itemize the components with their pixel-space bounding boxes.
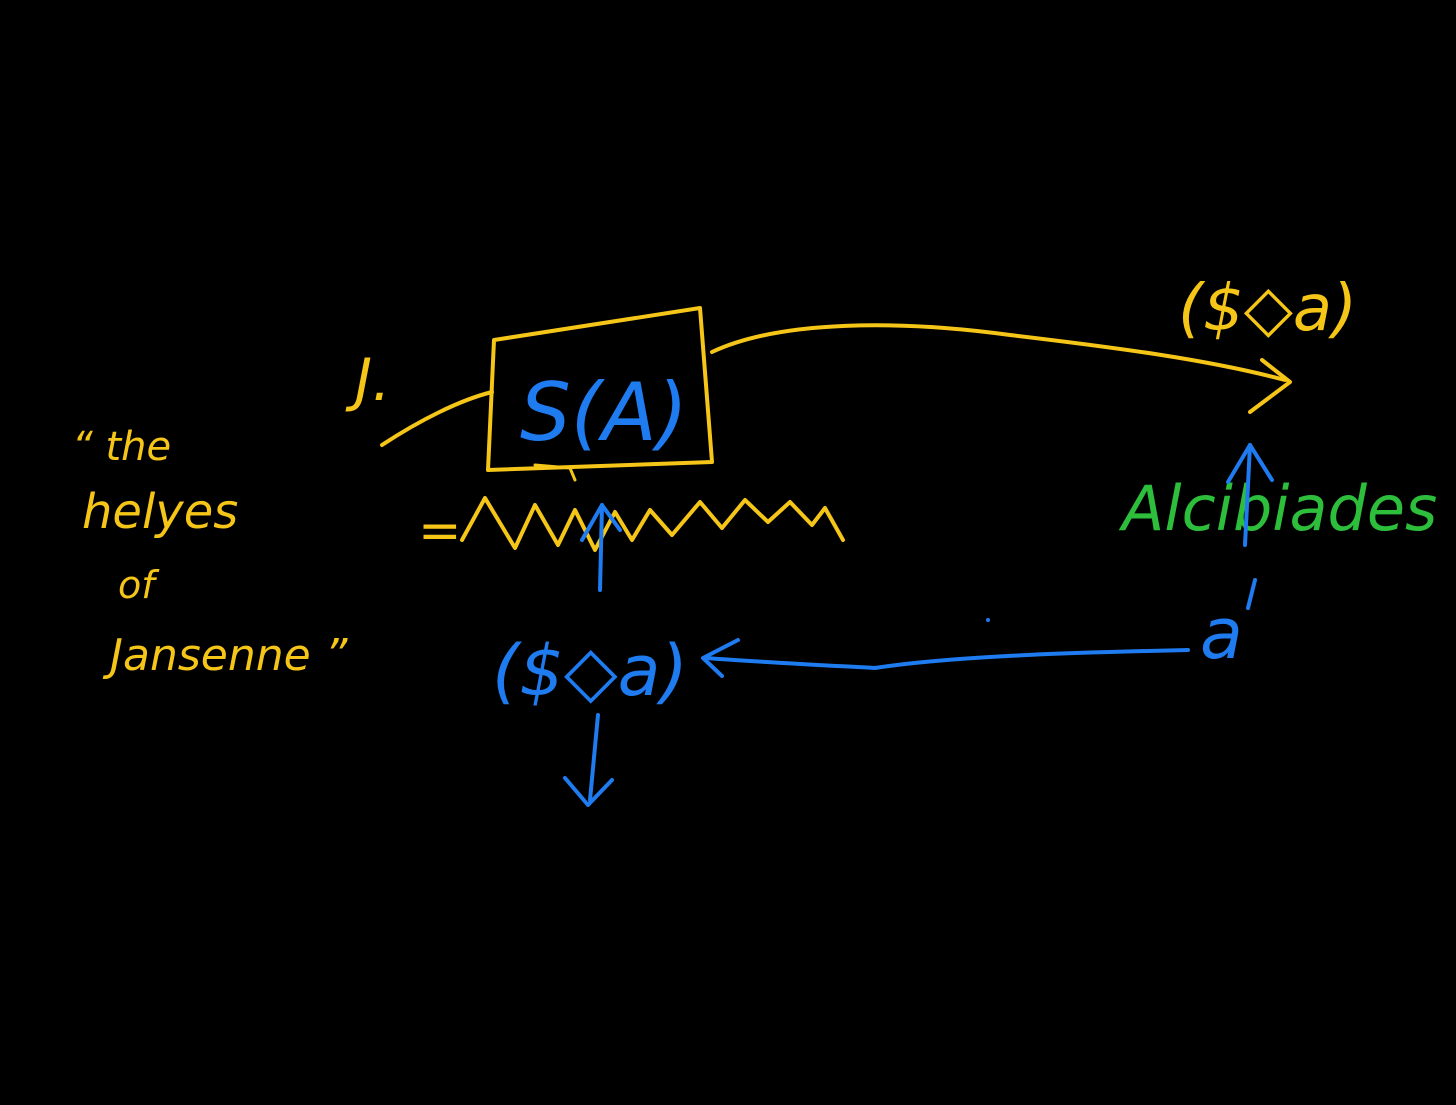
bottom-matheme: ($◇a): [492, 630, 688, 712]
matheme-up-arrow-line: [598, 503, 604, 592]
quote-line-1: “ the: [72, 424, 171, 470]
matheme-up-arrow-head: [580, 503, 622, 542]
quote-text: “ the helyes of Jansenne ”: [72, 424, 349, 681]
quote-line-3: of: [118, 563, 160, 607]
matheme-down-arrow-line: [588, 713, 600, 802]
alcibiades-label: Alcibiades: [1118, 472, 1437, 545]
bottom-arrow-head: [701, 638, 740, 678]
small-a-label: a: [1200, 593, 1243, 675]
stray-dot: [986, 618, 990, 622]
box-underline-mark: [533, 463, 577, 482]
quote-line-2: helyes: [82, 484, 238, 540]
top-arrow-line: [710, 323, 1287, 382]
top-arrow-head: [1248, 358, 1292, 414]
j-to-box-line: [380, 390, 494, 447]
alcibiades-up-arrow-line: [1243, 443, 1252, 547]
box-label: S(A): [520, 366, 688, 459]
matheme-box: [486, 306, 714, 472]
top-right-matheme: ($◇a): [1178, 272, 1357, 346]
matheme-down-arrow-head: [563, 776, 614, 807]
equals-sign: =: [418, 501, 462, 561]
bottom-arrow-line: [703, 648, 1190, 670]
alcibiades-up-arrow-head: [1226, 443, 1274, 484]
quote-line-4: Jansenne ”: [102, 630, 349, 681]
alcibiades-lower-tick: [1246, 578, 1257, 610]
zigzag-line: [460, 496, 845, 552]
